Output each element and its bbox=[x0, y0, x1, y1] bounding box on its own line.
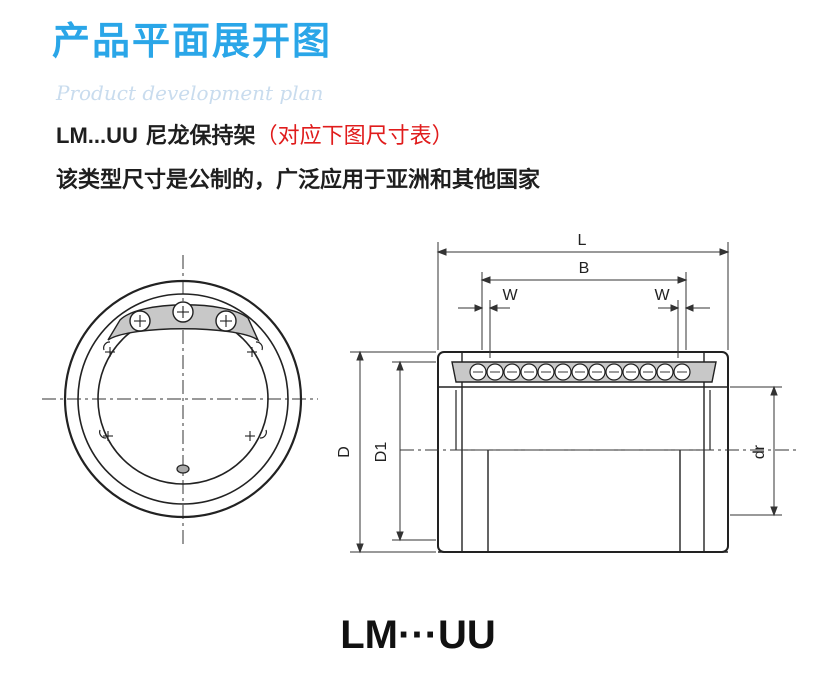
description-line-1: LM...UU 尼龙保持架（对应下图尺寸表） bbox=[56, 120, 454, 153]
dim-label-dr: dr bbox=[751, 444, 768, 459]
page-title: 产品平面展开图 bbox=[52, 19, 333, 63]
cage-type: 尼龙保持架 bbox=[137, 124, 256, 149]
cross-section-view bbox=[42, 255, 318, 545]
model-name: LM...UU bbox=[56, 123, 138, 148]
dim-label-w-right: W bbox=[654, 287, 670, 304]
table-note: （对应下图尺寸表） bbox=[255, 124, 454, 149]
dim-label-w-left: W bbox=[502, 287, 518, 304]
side-view bbox=[400, 351, 800, 553]
description-line-2: 该类型尺寸是公制的，广泛应用于亚洲和其他国家 bbox=[56, 168, 541, 193]
dimension-labels: L B W W D D1 dr bbox=[336, 232, 768, 462]
model-caption: LM···UU bbox=[340, 613, 496, 657]
dim-label-B: B bbox=[579, 260, 590, 277]
dimension-lines bbox=[350, 242, 782, 554]
dim-label-D: D bbox=[336, 446, 353, 458]
dim-label-D1: D1 bbox=[373, 442, 390, 463]
page-subtitle: Product development plan bbox=[56, 81, 324, 105]
dim-label-L: L bbox=[578, 232, 587, 249]
